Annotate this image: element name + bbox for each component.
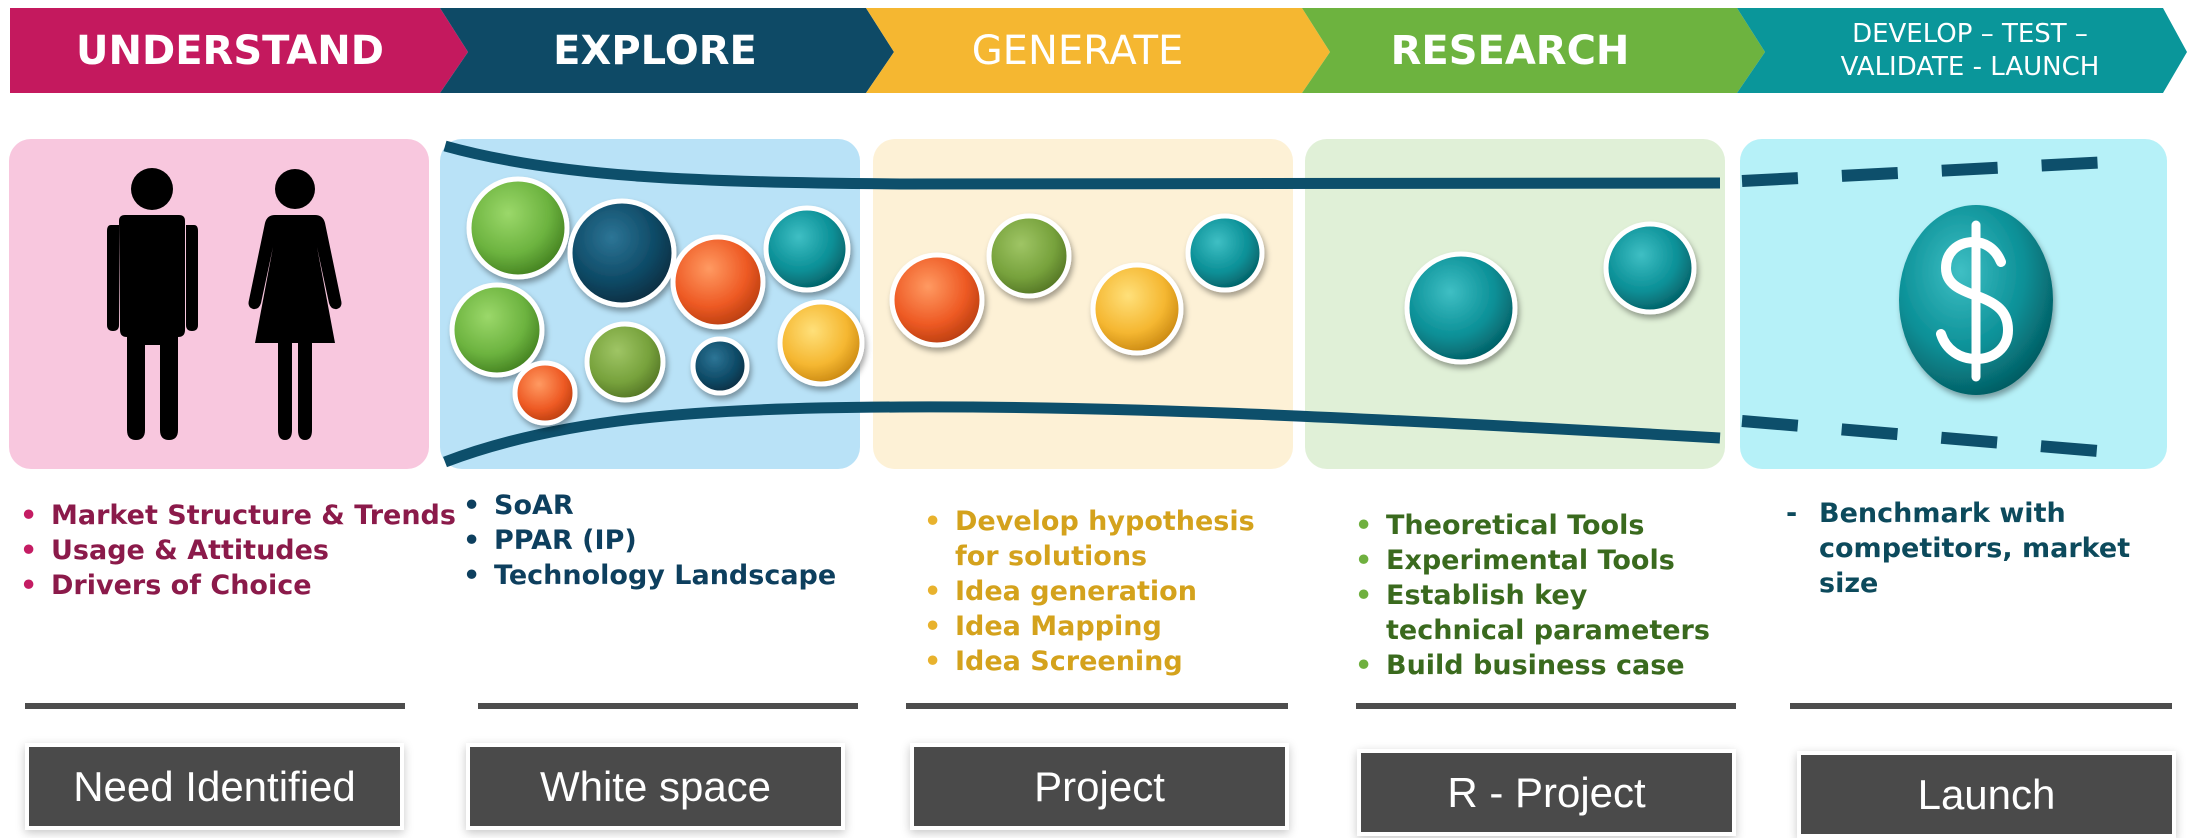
idea-bubble-icon xyxy=(512,360,578,426)
develop-bullets: Benchmark with competitors, market size xyxy=(1782,496,2182,601)
stage-title-develop-line1: DEVELOP – TEST – xyxy=(1852,18,2088,49)
idea-bubble-icon xyxy=(1603,221,1697,315)
bullet-item: Market Structure & Trends xyxy=(14,498,456,533)
idea-bubble-icon xyxy=(466,176,570,280)
bullet-item: Benchmark with competitors, market size xyxy=(1782,496,2182,601)
bullet-item: SoAR xyxy=(457,488,836,523)
idea-bubble-icon xyxy=(567,198,677,308)
bullet-item: Technology Landscape xyxy=(457,558,836,593)
idea-bubble-icon xyxy=(584,321,666,403)
idea-bubble-icon xyxy=(763,205,851,293)
idea-bubble-icon xyxy=(1185,213,1265,293)
separator-line xyxy=(1356,703,1736,709)
chevron-understand xyxy=(10,8,468,93)
idea-bubble-icon xyxy=(777,299,865,387)
chevron-explore xyxy=(440,8,894,93)
bullet-item: Idea generation xyxy=(918,574,1298,609)
outcome-launch: Launch xyxy=(1801,755,2172,834)
separator-line xyxy=(25,703,405,709)
idea-bubble-icon xyxy=(690,336,750,396)
outcome-r-project: R - Project xyxy=(1361,753,1732,832)
idea-bubble-icon xyxy=(670,234,766,330)
outcome-need-identified: Need Identified xyxy=(29,747,400,826)
idea-bubble-icon xyxy=(1404,251,1518,365)
bullet-item: Usage & Attitudes xyxy=(14,533,456,568)
chevron-develop xyxy=(1737,8,2187,93)
stage-title-understand: UNDERSTAND xyxy=(76,27,384,74)
bullet-item: PPAR (IP) xyxy=(457,523,836,558)
idea-bubble-icon xyxy=(449,282,545,378)
woman-icon xyxy=(248,169,342,440)
stage-title-develop-line2: VALIDATE - LAUNCH xyxy=(1840,51,2100,82)
separator-line xyxy=(1790,703,2172,709)
funnel-bottom-dashed xyxy=(1741,415,2111,458)
bullet-item: Drivers of Choice xyxy=(14,568,456,603)
panel-understand xyxy=(9,139,429,469)
stage-title-explore: EXPLORE xyxy=(553,27,757,74)
idea-funnel xyxy=(443,140,2111,468)
bullet-item: Idea Screening xyxy=(918,644,1298,679)
bullet-item: Experimental Tools xyxy=(1349,543,1729,578)
stage-title-generate: GENERATE xyxy=(971,27,1184,74)
bullet-item: Theoretical Tools xyxy=(1349,508,1729,543)
outcome-project: Project xyxy=(914,747,1285,826)
stage-title-research: RESEARCH xyxy=(1390,27,1630,74)
funnel-top-dashed xyxy=(1741,156,2111,187)
bullet-item: Establish key technical parameters xyxy=(1349,578,1729,648)
explore-bullets: SoAR PPAR (IP) Technology Landscape xyxy=(457,488,836,593)
bullet-item: Develop hypothesis for solutions xyxy=(918,504,1298,574)
bullet-item: Idea Mapping xyxy=(918,609,1298,644)
funnel-bottom-line xyxy=(443,401,1721,468)
funnel-top-line xyxy=(443,140,1721,191)
stage-chevron-bar xyxy=(10,8,2187,93)
understand-bullets: Market Structure & Trends Usage & Attitu… xyxy=(14,498,456,603)
idea-bubble-icon xyxy=(986,213,1072,299)
generate-bullets: Develop hypothesis for solutions Idea ge… xyxy=(918,504,1298,679)
separator-line xyxy=(906,703,1288,709)
research-bullets: Theoretical Tools Experimental Tools Est… xyxy=(1349,508,1729,683)
bullet-item: Build business case xyxy=(1349,648,1729,683)
idea-bubble-icon xyxy=(1090,262,1184,356)
dollar-coin-icon xyxy=(1899,205,2053,395)
chevron-generate xyxy=(866,8,1330,93)
idea-bubble-icon xyxy=(889,252,985,348)
man-icon xyxy=(107,168,198,440)
outcome-white-space: White space xyxy=(470,747,841,826)
chevron-research xyxy=(1302,8,1765,93)
separator-line xyxy=(478,703,858,709)
stage-title-develop: DEVELOP – TEST – VALIDATE - LAUNCH xyxy=(1775,8,2165,93)
